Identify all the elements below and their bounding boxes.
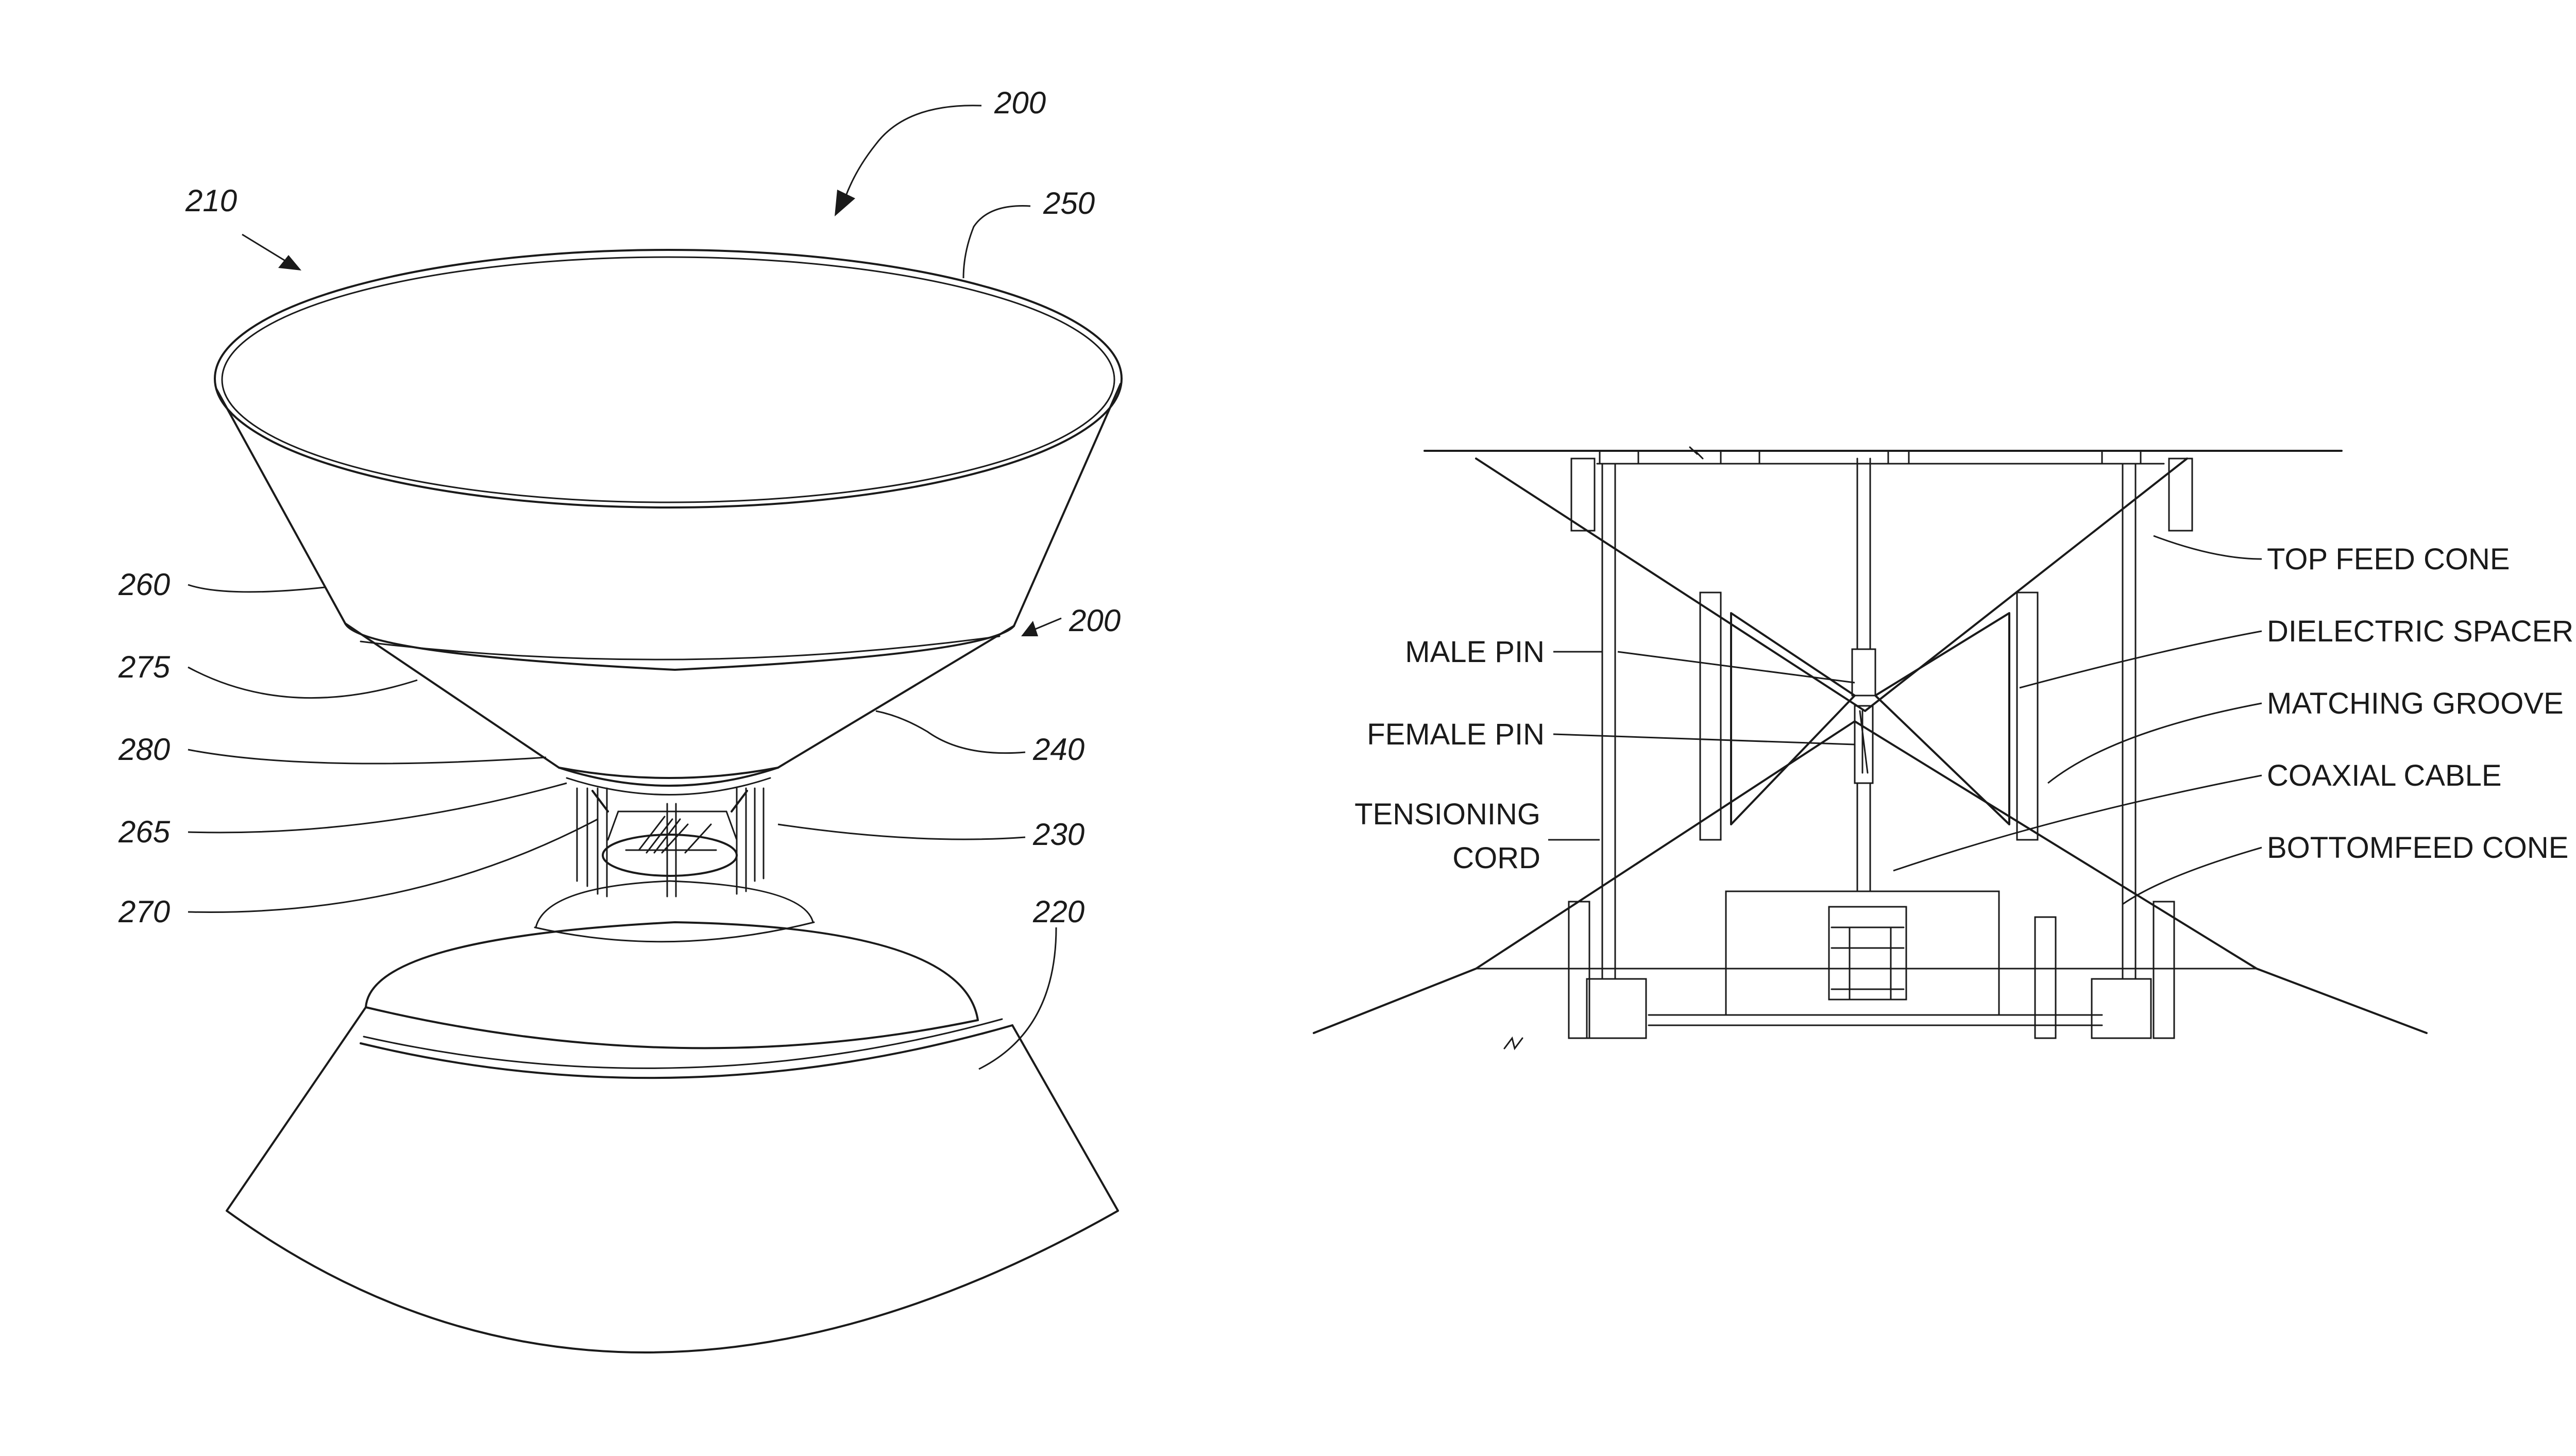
label-top-feed-cone: TOP FEED CONE bbox=[2267, 543, 2510, 576]
ref-220: 220 bbox=[1032, 894, 1084, 929]
feed-cross-section: TOP FEED CONE DIELECTRIC SPACER MATCHING… bbox=[1314, 447, 2573, 1048]
center-conductor bbox=[1852, 459, 1875, 891]
ref-230: 230 bbox=[1032, 817, 1084, 852]
ref-275: 275 bbox=[118, 650, 171, 684]
ref-240: 240 bbox=[1032, 732, 1084, 767]
label-cord: CORD bbox=[1452, 841, 1540, 875]
top-plate bbox=[1425, 447, 2342, 531]
tensioning-cords bbox=[1602, 464, 2136, 979]
top-feed-cone bbox=[1476, 459, 2187, 711]
bottom-cone bbox=[227, 881, 1118, 1352]
ref-260: 260 bbox=[118, 567, 170, 602]
ref-265: 265 bbox=[118, 815, 171, 849]
label-tensioning: TENSIONING bbox=[1354, 798, 1540, 831]
bottom-plate bbox=[1504, 902, 2174, 1048]
section-leader-lines bbox=[1548, 536, 2262, 904]
bottom-connector bbox=[1726, 891, 1999, 1015]
ref-200-top: 200 bbox=[994, 86, 1046, 120]
label-coaxial-cable: COAXIAL CABLE bbox=[2267, 759, 2502, 792]
label-dielectric-spacer: DIELECTRIC SPACER bbox=[2267, 615, 2573, 648]
label-male-pin: MALE PIN bbox=[1405, 635, 1545, 669]
ref-200-side: 200 bbox=[1069, 603, 1121, 638]
antenna-perspective-view: 200 210 250 260 200 275 280 240 265 230 … bbox=[118, 86, 1122, 1352]
section-labels: TOP FEED CONE DIELECTRIC SPACER MATCHING… bbox=[1354, 543, 2573, 875]
ref-270: 270 bbox=[118, 894, 170, 929]
label-bottom-feed-cone: BOTTOMFEED CONE bbox=[2267, 831, 2568, 865]
ref-250: 250 bbox=[1043, 186, 1095, 221]
reference-arrows bbox=[242, 106, 1061, 636]
ref-210: 210 bbox=[185, 183, 237, 218]
label-female-pin: FEMALE PIN bbox=[1367, 718, 1545, 751]
ref-280: 280 bbox=[118, 732, 170, 767]
top-cone bbox=[215, 250, 1122, 811]
label-matching-groove: MATCHING GROOVE bbox=[2267, 687, 2564, 720]
